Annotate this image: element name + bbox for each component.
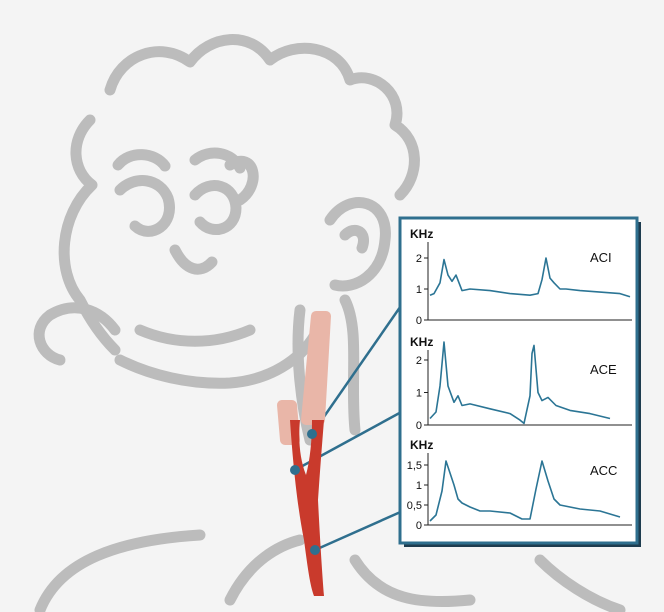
y-tick-label: 1 [416, 480, 422, 492]
panel-box [398, 216, 639, 545]
y-tick-label: 1,5 [407, 460, 422, 472]
y-tick-label: 1 [416, 284, 422, 296]
point-acc [310, 545, 320, 555]
unit-label: KHz [410, 438, 433, 452]
y-tick-label: 0,5 [407, 500, 422, 512]
waveform-line [429, 257, 631, 298]
waveform-line [429, 341, 611, 425]
y-tick-label: 2 [416, 253, 422, 265]
carotid-arteries [277, 311, 331, 596]
point-ace [290, 465, 300, 475]
leader-line-acc [314, 508, 406, 552]
y-tick-label: 0 [416, 420, 422, 432]
point-aci [307, 429, 317, 439]
vessel-label: ACI [590, 250, 612, 265]
y-tick-label: 0 [416, 315, 422, 327]
y-tick-label: 2 [416, 355, 422, 367]
y-tick-label: 0 [416, 520, 422, 532]
unit-label: KHz [410, 227, 433, 241]
vessel-label: ACC [590, 463, 617, 478]
unit-label: KHz [410, 335, 433, 349]
waveform-line [429, 460, 621, 522]
leader-line-aci [310, 299, 407, 435]
vessel-label: ACE [590, 362, 617, 377]
y-tick-label: 1 [416, 388, 422, 400]
